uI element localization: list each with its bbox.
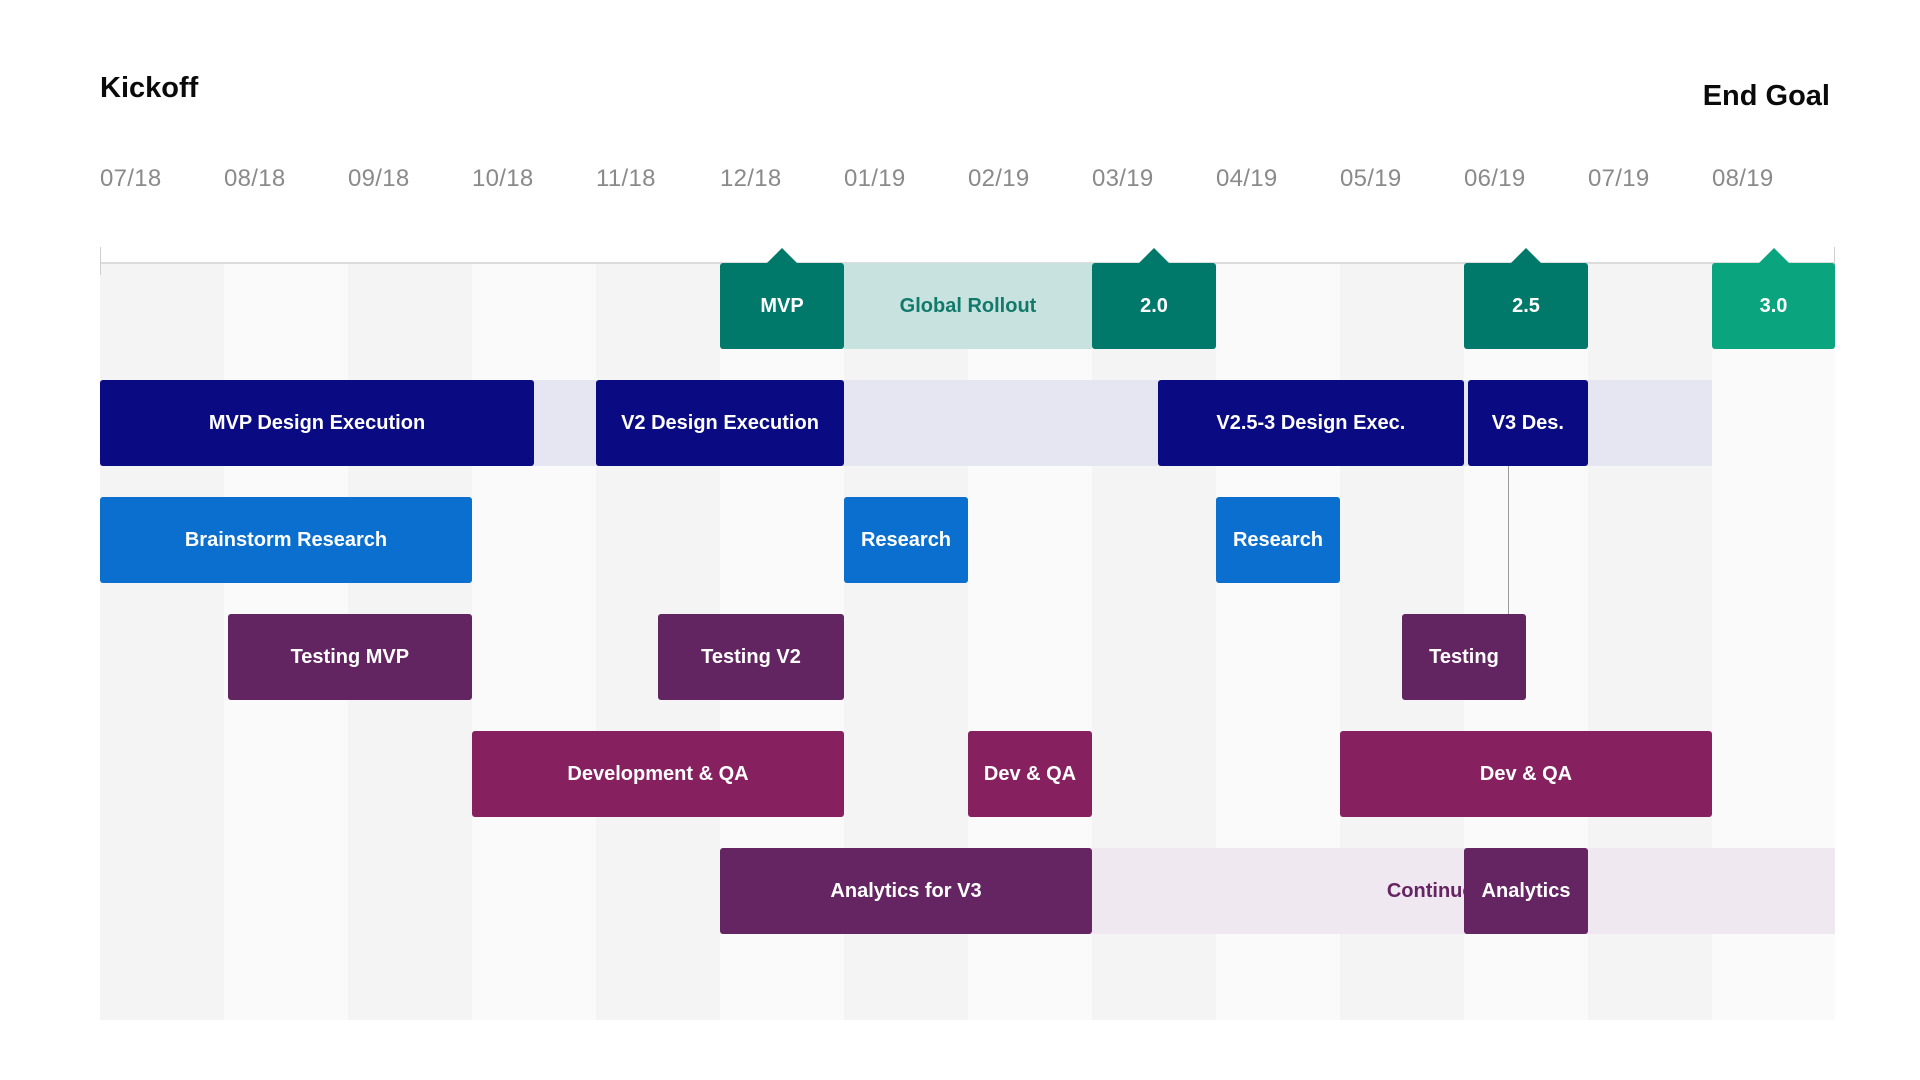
month-label: 08/18 <box>224 165 286 192</box>
kickoff-title: Kickoff <box>100 72 199 104</box>
milestone-label: MVP <box>760 294 804 317</box>
research-bar[interactable]: Research <box>844 497 968 583</box>
milestone-notch-icon <box>766 248 798 264</box>
timeline-start-tick <box>100 247 101 275</box>
analytics-bar[interactable]: Analytics <box>1464 848 1588 934</box>
month-axis: 07/18 08/18 09/18 10/18 11/18 12/18 01/19 02/19… <box>0 165 1920 195</box>
month-column <box>100 263 224 1020</box>
month-column <box>472 263 596 1020</box>
milestone-notch-icon <box>1510 248 1542 264</box>
month-label: 08/19 <box>1712 165 1774 192</box>
milestone-label: 3.0 <box>1759 294 1788 317</box>
month-label: 09/18 <box>348 165 410 192</box>
timeline-end-tick <box>1834 247 1835 275</box>
month-label: 03/19 <box>1092 165 1154 192</box>
design-bar[interactable]: V2 Design Execution <box>596 380 844 466</box>
month-label: 06/19 <box>1464 165 1526 192</box>
analytics-track: Continuous Pull <box>1092 848 1835 934</box>
design-bar[interactable]: V2.5-3 Design Exec. <box>1157 380 1464 466</box>
month-label: 10/18 <box>472 165 534 192</box>
milestone-mvp[interactable]: MVP <box>720 248 844 349</box>
milestone-notch-icon <box>1138 248 1170 264</box>
month-label: 11/18 <box>596 165 656 192</box>
month-label: 07/19 <box>1588 165 1650 192</box>
end-goal-title: End Goal <box>1702 80 1830 112</box>
design-bar[interactable]: V3 Des. <box>1467 380 1588 466</box>
milestone-2-5[interactable]: 2.5 <box>1464 248 1588 349</box>
design-bar[interactable]: MVP Design Execution <box>100 380 534 466</box>
month-label: 05/19 <box>1340 165 1402 192</box>
milestone-2-0[interactable]: 2.0 <box>1092 248 1216 349</box>
milestone-3-0[interactable]: 3.0 <box>1712 248 1835 349</box>
testing-bar[interactable]: Testing MVP <box>227 614 472 700</box>
analytics-bar[interactable]: Analytics for V3 <box>720 848 1092 934</box>
month-label: 07/18 <box>100 165 162 192</box>
milestone-label: 2.0 <box>1140 294 1168 317</box>
dev-bar[interactable]: Development & QA <box>472 731 844 817</box>
testing-bar[interactable]: Testing V2 <box>658 614 844 700</box>
month-label: 12/18 <box>720 165 782 192</box>
research-bar[interactable]: Research <box>1216 497 1340 583</box>
research-bar[interactable]: Brainstorm Research <box>100 497 472 583</box>
dev-bar[interactable]: Dev & QA <box>1340 731 1712 817</box>
rollout-track: Global Rollout <box>844 263 1092 349</box>
milestone-notch-icon <box>1757 248 1790 264</box>
month-label: 01/19 <box>844 165 906 192</box>
testing-bar[interactable]: Testing <box>1402 614 1526 700</box>
dev-bar[interactable]: Dev & QA <box>968 731 1092 817</box>
dependency-connector <box>1507 466 1509 614</box>
month-label: 02/19 <box>968 165 1030 192</box>
month-label: 04/19 <box>1216 165 1278 192</box>
milestone-label: 2.5 <box>1512 294 1540 317</box>
